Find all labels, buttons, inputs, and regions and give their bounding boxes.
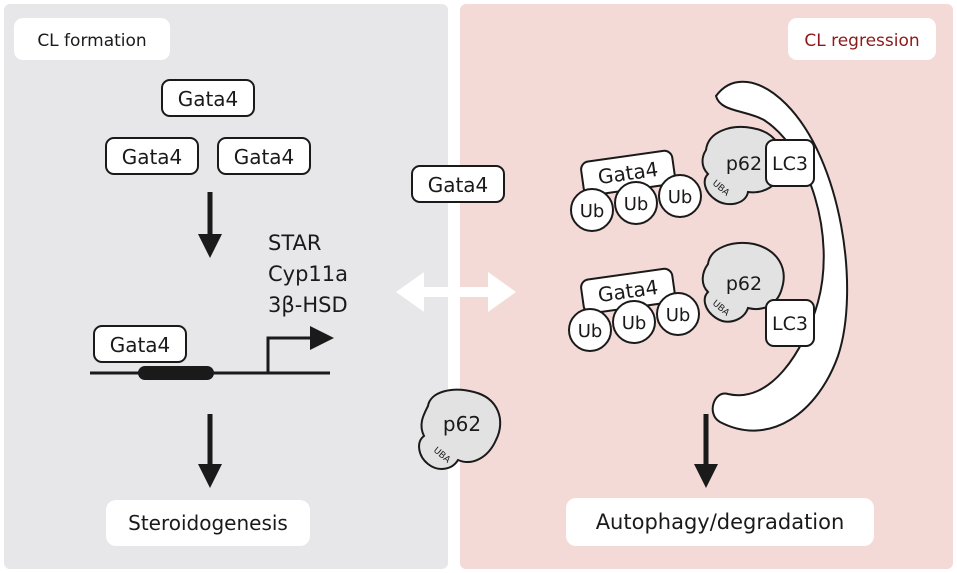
gata4-box-right bbox=[217, 137, 311, 175]
ub-circle bbox=[656, 292, 700, 336]
gata4-label-middle: Gata4 bbox=[428, 173, 489, 197]
left-panel-title: CL formation bbox=[37, 31, 146, 51]
gata4-label-right: Gata4 bbox=[234, 145, 295, 169]
steroidogenesis-box bbox=[106, 500, 310, 546]
ub-circle bbox=[570, 188, 614, 232]
p62-protein-lower bbox=[701, 242, 785, 323]
lc3-box-lower bbox=[765, 299, 815, 347]
ub-label: Ub bbox=[666, 305, 691, 326]
gata4-box-middle bbox=[411, 165, 505, 203]
p62-label-upper: p62 bbox=[726, 153, 762, 175]
steroidogenesis-label: Steroidogenesis bbox=[128, 511, 288, 535]
down-arrow-icon bbox=[694, 414, 718, 488]
ub-label: Ub bbox=[624, 194, 649, 215]
target-gene-3bhsd: 3β-HSD bbox=[268, 293, 348, 317]
lc3-box-upper bbox=[765, 139, 815, 187]
target-gene-cyp11a: Cyp11a bbox=[268, 262, 348, 286]
p62-label-middle: p62 bbox=[443, 412, 481, 436]
gata4-label-top: Gata4 bbox=[178, 87, 239, 111]
p62-label-lower: p62 bbox=[726, 273, 762, 295]
binding-element bbox=[138, 366, 214, 380]
lc3-label-upper: LC3 bbox=[772, 153, 808, 175]
transcription-start-arrow-icon bbox=[266, 326, 334, 373]
p62-protein-upper bbox=[701, 126, 784, 206]
target-gene-star: STAR bbox=[268, 231, 321, 255]
ub-label: Ub bbox=[668, 187, 693, 208]
autophagy-box bbox=[566, 498, 874, 546]
ub-circle bbox=[658, 174, 702, 218]
right-panel-title: CL regression bbox=[804, 31, 919, 51]
right-title-box bbox=[788, 18, 936, 60]
down-arrow-icon bbox=[198, 414, 222, 488]
left-title-box bbox=[14, 18, 170, 60]
ub-label: Ub bbox=[580, 201, 605, 222]
gata4-label-left: Gata4 bbox=[122, 145, 183, 169]
down-arrow-icon bbox=[198, 192, 222, 258]
gata4-box-top bbox=[161, 79, 255, 117]
double-headed-arrow-icon bbox=[396, 272, 516, 312]
ub-label: Ub bbox=[578, 321, 603, 342]
autophagy-label: Autophagy/degradation bbox=[596, 510, 845, 534]
gata4-box-bound bbox=[93, 325, 187, 363]
ub-circle bbox=[568, 308, 612, 352]
gata4-box-left bbox=[105, 137, 199, 175]
lc3-label-lower: LC3 bbox=[772, 313, 808, 335]
p62-protein-middle bbox=[418, 388, 502, 470]
gata4-label-bound: Gata4 bbox=[110, 333, 171, 357]
ub-circle bbox=[612, 300, 656, 344]
ub-label: Ub bbox=[622, 313, 647, 334]
ub-circle bbox=[614, 181, 658, 225]
